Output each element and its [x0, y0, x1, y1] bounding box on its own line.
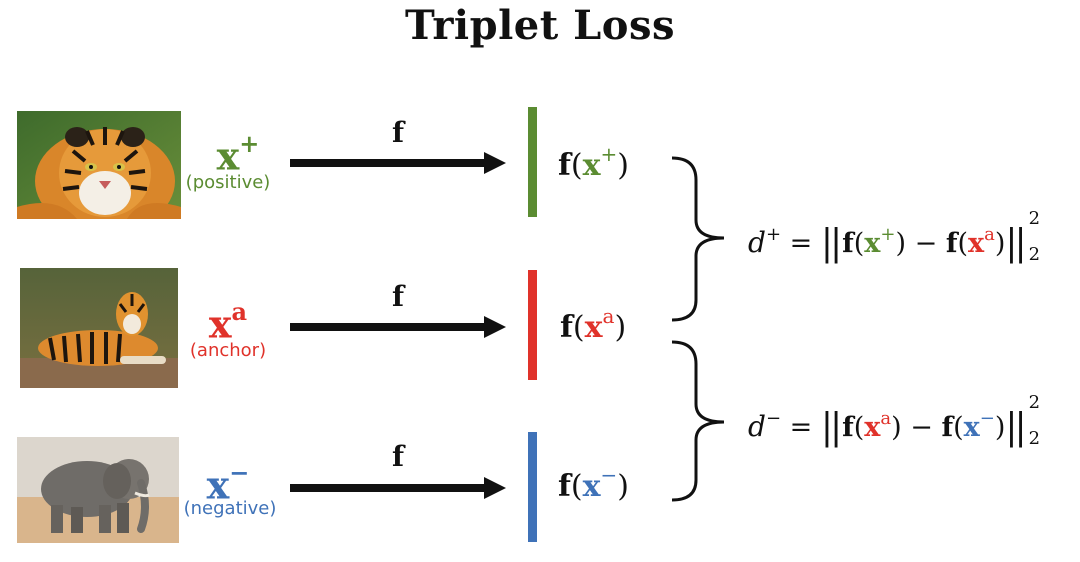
- function-label: f: [391, 280, 405, 313]
- anchor-embedding-label: f(xa): [560, 304, 627, 345]
- negative-embedding-label: f(x−): [558, 463, 629, 504]
- negative-pair-brace: [671, 340, 725, 502]
- function-label: f: [391, 440, 405, 473]
- negative-embedding-bar: [528, 432, 537, 542]
- anchor-caption: (anchor): [189, 340, 267, 361]
- negative-caption: (negative): [183, 498, 277, 519]
- anchor-embedding-bar: [528, 270, 537, 380]
- lying-tiger-photo: [20, 268, 178, 388]
- page-title: Triplet Loss: [405, 2, 675, 49]
- tiger-face-photo: [17, 111, 181, 219]
- positive-caption: (positive): [185, 172, 271, 193]
- arrow-negative: [290, 477, 506, 499]
- arrow-positive: [290, 152, 506, 174]
- positive-embedding-bar: [528, 107, 537, 217]
- arrow-anchor: [290, 316, 506, 338]
- elephant-photo: [17, 437, 179, 543]
- function-label: f: [391, 116, 405, 149]
- anchor-symbol: xa: [208, 297, 248, 347]
- positive-symbol: x+: [216, 129, 260, 179]
- positive-pair-brace: [671, 156, 725, 322]
- positive-embedding-label: f(x+): [558, 142, 629, 183]
- negative-symbol: x−: [206, 458, 250, 508]
